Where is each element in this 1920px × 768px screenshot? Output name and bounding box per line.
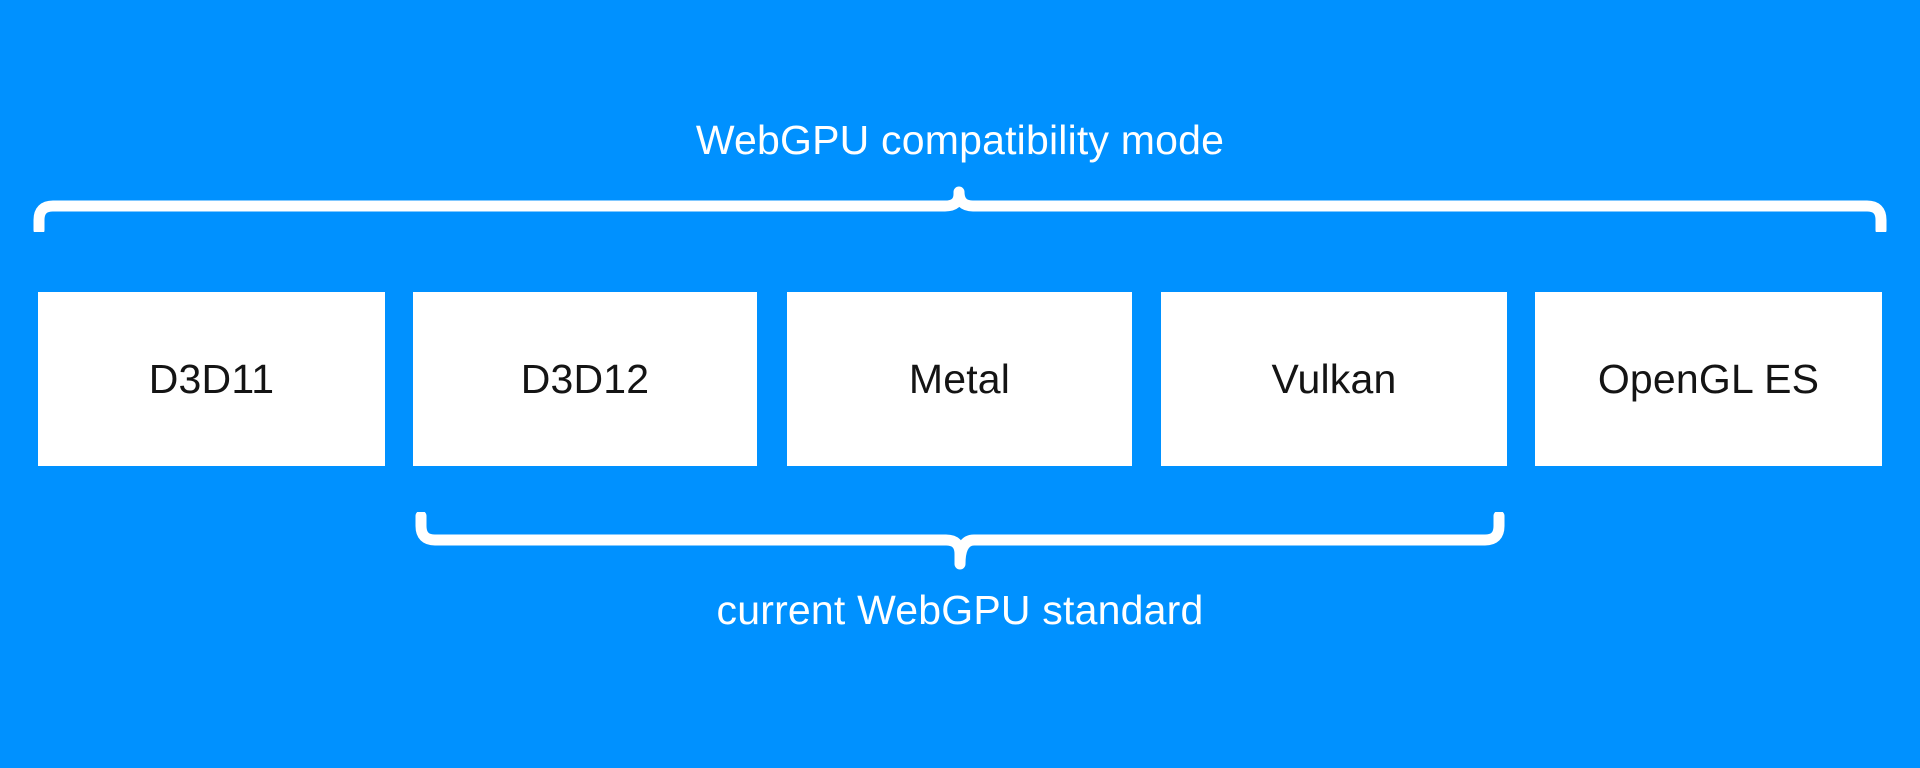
api-box-label: D3D12 (520, 355, 650, 402)
api-box-label: Vulkan (1271, 355, 1397, 402)
bottom-group-label: current WebGPU standard (716, 587, 1204, 633)
api-box-d3d11[interactable]: D3D11 (38, 292, 385, 466)
api-box-metal[interactable]: Metal (787, 292, 1132, 466)
bottom-group-brace-icon (415, 512, 1505, 570)
top-group-label: WebGPU compatibility mode (695, 117, 1225, 163)
api-box-label: Metal (908, 355, 1011, 402)
api-box-label: OpenGL ES (1597, 355, 1820, 402)
api-box-vulkan[interactable]: Vulkan (1161, 292, 1507, 466)
api-box-opengl-es[interactable]: OpenGL ES (1535, 292, 1882, 466)
api-box-d3d12[interactable]: D3D12 (413, 292, 757, 466)
top-group-brace-icon (33, 186, 1887, 232)
api-box-row: D3D11 D3D12 Metal Vulkan OpenGL ES (0, 292, 1920, 466)
api-box-label: D3D11 (148, 355, 275, 402)
